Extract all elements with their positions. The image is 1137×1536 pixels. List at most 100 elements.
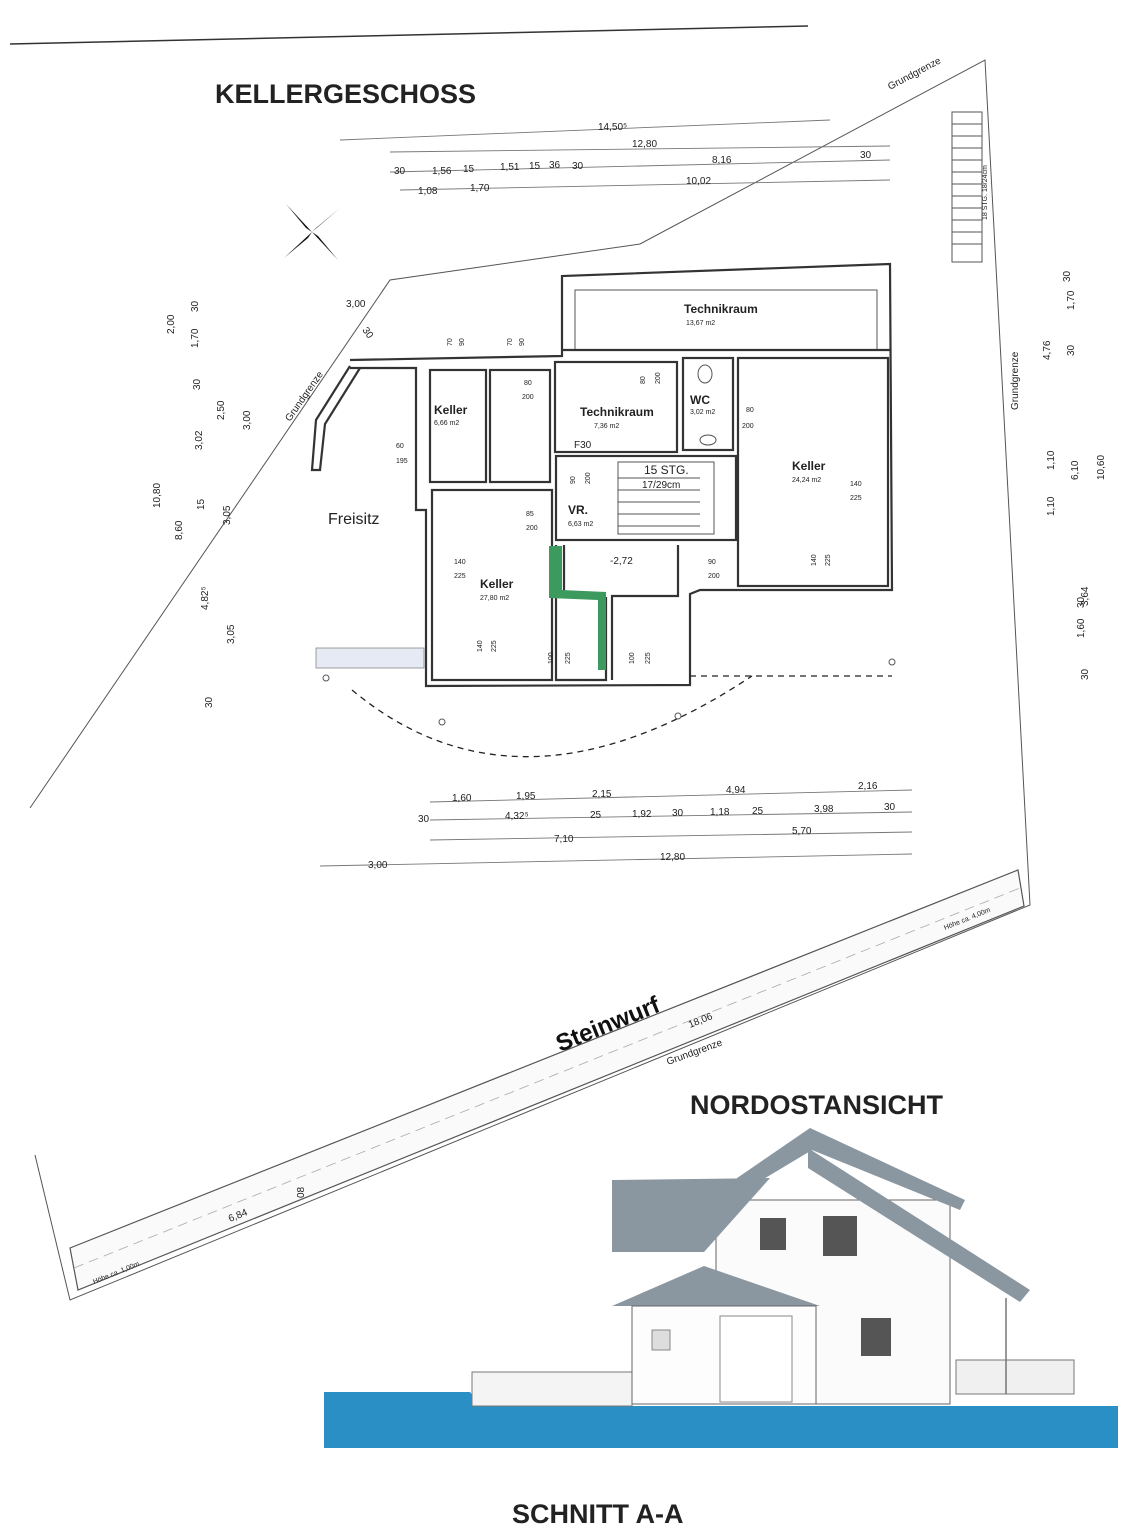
dim-1-10-b: 1,10	[1046, 496, 1057, 516]
room-technikraum-top: Technikraum	[684, 302, 758, 316]
area-keller-right: 24,24 m2	[792, 477, 821, 484]
dim-2-00: 2,00	[166, 314, 177, 334]
dim-2-16: 2,16	[858, 781, 878, 792]
dim-3-00-topleft: 3,00	[346, 299, 366, 310]
svg-text:225: 225	[454, 573, 466, 580]
dim-15-a: 15	[463, 164, 475, 175]
dimension-lines-bottom	[319, 789, 913, 867]
dim-1-51: 1,51	[500, 162, 520, 173]
green-wall	[549, 546, 606, 670]
marker-circle	[438, 718, 446, 726]
svg-text:225: 225	[645, 652, 652, 664]
svg-text:70: 70	[447, 338, 454, 346]
dim-1-60-right: 1,60	[1076, 618, 1087, 638]
north-arrow-icon	[284, 204, 340, 260]
dim-4-76: 4,76	[1042, 340, 1053, 360]
room-vr: VR.	[568, 503, 588, 517]
dim-30-top-right: 30	[860, 150, 872, 161]
area-vr: 6,63 m2	[568, 521, 593, 528]
dim-3-05-b: 3,05	[226, 624, 237, 644]
svg-text:100: 100	[629, 652, 636, 664]
opening-dimensions: 70 90 70 90 80 200 80 200 80 200 60 195 …	[396, 338, 862, 664]
room-technikraum-mid: Technikraum	[580, 405, 654, 419]
svg-text:200: 200	[655, 372, 662, 384]
dim-4-32: 4,32⁵	[505, 811, 529, 822]
dim-30-bottom-c: 30	[884, 802, 896, 813]
svg-text:200: 200	[742, 423, 754, 430]
dim-8-16: 8,16	[712, 155, 732, 166]
dim-3-00-left: 3,00	[242, 410, 253, 430]
dim-30-bottom-b: 30	[672, 808, 684, 819]
dim-30-diag: 30	[360, 325, 376, 341]
dim-2-15: 2,15	[592, 789, 612, 800]
label-stairs-ratio: 17/29cm	[642, 480, 680, 491]
dimension-labels-left: 2,00 1,70 30 30 2,50 3,00 3,02 10,80 8,6…	[152, 299, 375, 708]
dim-1-92: 1,92	[632, 809, 652, 820]
dim-3-05-a: 3,05	[222, 505, 233, 525]
svg-text:60: 60	[396, 443, 404, 450]
area-technikraum-top: 13,67 m2	[686, 320, 715, 327]
svg-text:140: 140	[850, 481, 862, 488]
dim-1-18: 1,18	[710, 807, 730, 818]
svg-text:200: 200	[522, 394, 534, 401]
dim-1-08: 1,08	[418, 186, 438, 197]
property-boundary	[29, 59, 1031, 1301]
dim-30-right-c: 30	[1076, 596, 1087, 608]
top-rule	[9, 25, 809, 45]
dim-25-a: 25	[590, 810, 602, 821]
dim-3-98: 3,98	[814, 804, 834, 815]
svg-text:200: 200	[708, 573, 720, 580]
dim-1-95: 1,95	[516, 791, 536, 802]
dim-10-60: 10,60	[1096, 455, 1107, 480]
room-keller-main: Keller	[480, 577, 514, 591]
area-keller-small: 6,66 m2	[434, 420, 459, 427]
dashed-arc	[351, 675, 753, 758]
dim-30-right-b: 30	[1066, 344, 1077, 356]
dim-3-64: 3,64	[1080, 586, 1091, 606]
dim-10-80: 10,80	[152, 483, 163, 508]
label-stair-side: 18 STG. 18/24cm	[982, 165, 989, 220]
svg-text:225: 225	[491, 640, 498, 652]
terrace-strip	[315, 647, 425, 669]
svg-text:195: 195	[396, 458, 408, 465]
svg-text:200: 200	[526, 525, 538, 532]
dim-12-80-top: 12,80	[632, 139, 657, 150]
svg-text:90: 90	[570, 476, 577, 484]
svg-text:90: 90	[708, 559, 716, 566]
marker-circle	[322, 674, 330, 682]
dim-6-10: 6,10	[1070, 460, 1081, 480]
dim-30-bottom-a: 30	[418, 814, 430, 825]
dimension-labels-right: 30 1,70 30 4,76 1,10 1,10 6,10 10,60 3,6…	[1042, 270, 1107, 680]
svg-text:225: 225	[850, 495, 862, 502]
area-keller-main: 27,80 m2	[480, 595, 509, 602]
svg-text:90: 90	[519, 338, 526, 346]
dim-12-80-bottom: 12,80	[660, 852, 685, 863]
toilet-icon	[697, 364, 713, 384]
title-kellergeschoss: KELLERGESCHOSS	[215, 79, 476, 109]
svg-text:140: 140	[811, 554, 818, 566]
svg-text:80: 80	[746, 407, 754, 414]
dim-30-right-a: 30	[1062, 270, 1073, 282]
sink-icon	[699, 434, 717, 446]
title-nordostansicht: NORDOSTANSICHT	[690, 1090, 944, 1120]
marker-circle	[674, 712, 682, 720]
building-walls	[310, 262, 894, 688]
room-keller-small: Keller	[434, 403, 468, 417]
dim-4-82: 4,82⁵	[200, 586, 211, 610]
label-level: -2,72	[610, 556, 633, 567]
dim-36: 36	[549, 160, 561, 171]
dim-30-top-left: 30	[394, 166, 406, 177]
title-schnitt: SCHNITT A-A	[512, 1499, 683, 1529]
room-wc: WC	[690, 393, 710, 407]
dim-1-70-top: 1,70	[470, 183, 490, 194]
dim-7-10: 7,10	[554, 834, 574, 845]
svg-text:85: 85	[526, 511, 534, 518]
svg-text:140: 140	[454, 559, 466, 566]
svg-text:225: 225	[825, 554, 832, 566]
svg-text:100: 100	[548, 652, 555, 664]
dim-08: 08	[296, 1186, 307, 1198]
dim-5-70: 5,70	[792, 826, 812, 837]
dim-30-right-d: 30	[1080, 668, 1091, 680]
svg-text:70: 70	[507, 338, 514, 346]
